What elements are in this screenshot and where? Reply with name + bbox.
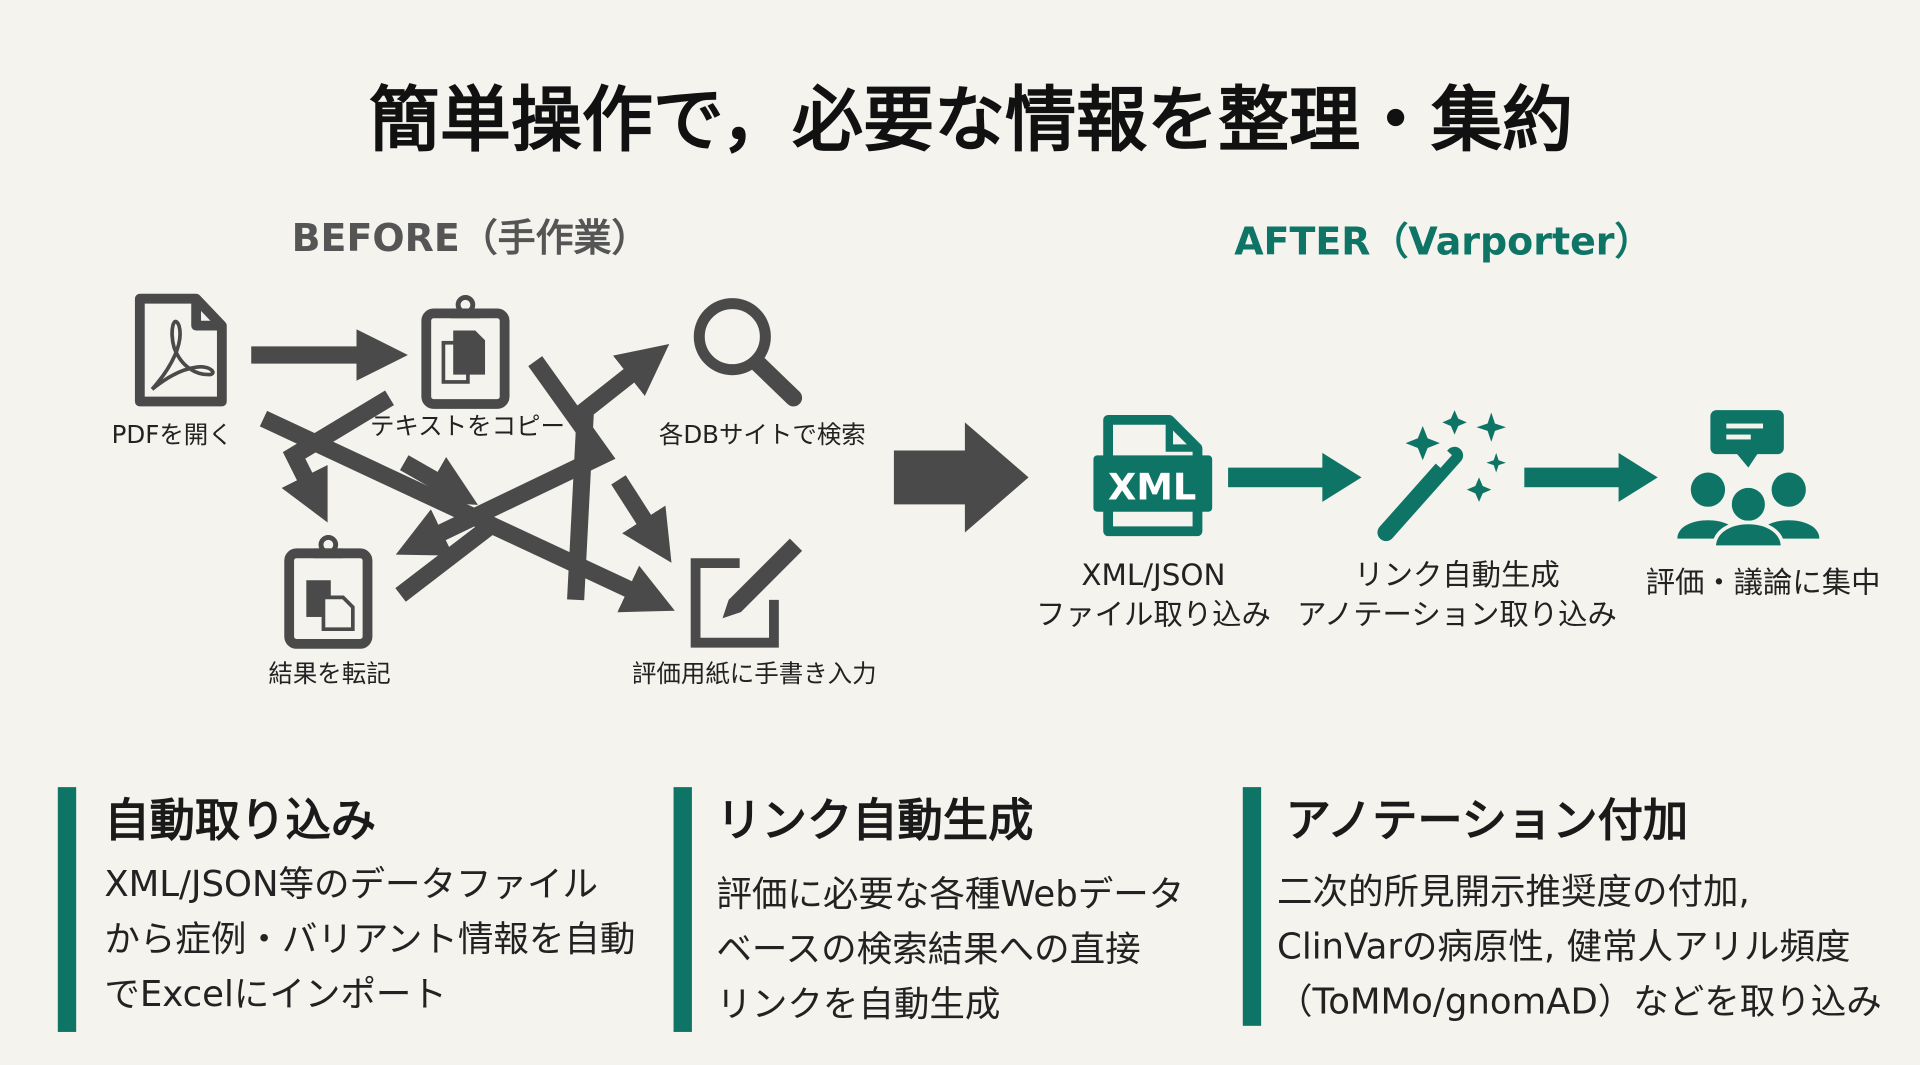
step-label-search: 各DBサイトで検索 [659, 420, 866, 449]
arrow-to-edit [611, 475, 672, 563]
feature-line: から症例・バリアント情報を自動 [104, 919, 635, 960]
feature-line: でExcelにインポート [104, 974, 447, 1015]
step-label-edit: 評価用紙に手書き入力 [632, 659, 877, 688]
feature-accent-bar [673, 787, 692, 1032]
arrow-to-search [567, 343, 670, 601]
after-label-link-1: リンク自動生成 [1354, 558, 1560, 592]
team-discussion-icon [1677, 410, 1820, 550]
arrow-pdf-to-edit [259, 410, 675, 613]
pdf-file-icon [134, 293, 227, 407]
feature-title: アノテーション付加 [1286, 794, 1689, 847]
arrow-loose [395, 519, 496, 602]
feature-line: 二次的所見開示推奨度の付加, [1277, 871, 1750, 912]
step-label-copy: テキストをコピー [370, 412, 565, 441]
messy-arrows [251, 329, 675, 613]
feature-auto-link: リンク自動生成 評価に必要な各種Webデータ ベースの検索結果への直接 リンクを… [673, 787, 1184, 1032]
clipboard-paste-icon [284, 534, 373, 649]
feature-line: ClinVarの病原性, 健常人アリル頻度 [1277, 927, 1850, 968]
after-label-focus: 評価・議論に集中 [1646, 565, 1881, 599]
after-label-link-2: アノテーション取り込み [1297, 597, 1617, 631]
before-heading: BEFORE（手作業） [292, 216, 650, 260]
arrow-right-icon [1524, 452, 1658, 502]
step-label-result: 結果を転記 [268, 659, 390, 688]
page-title: 簡単操作で，必要な情報を整理・集約 [369, 78, 1573, 161]
xml-file-icon: XML [1093, 414, 1213, 537]
search-icon [693, 298, 803, 407]
arrow-short [399, 455, 478, 505]
feature-annotation: アノテーション付加 二次的所見開示推奨度の付加, ClinVarの病原性, 健常… [1242, 787, 1882, 1026]
feature-accent-bar [57, 787, 77, 1032]
feature-line: ベースの検索結果への直接 [716, 929, 1140, 970]
magic-wand-icon [1377, 410, 1506, 542]
feature-auto-import: 自動取り込み XML/JSON等のデータファイル から症例・バリアント情報を自動… [57, 787, 635, 1032]
feature-line: XML/JSON等のデータファイル [104, 864, 598, 905]
feature-title: 自動取り込み [104, 794, 376, 847]
arrow-right-icon [1228, 452, 1362, 502]
after-label-xml-2: ファイル取り込み [1036, 597, 1271, 631]
after-heading: AFTER（Varporter） [1234, 220, 1652, 264]
feature-line: 評価に必要な各種Webデータ [716, 874, 1184, 915]
step-label-pdf: PDFを開く [112, 420, 233, 449]
feature-accent-bar [1242, 787, 1262, 1026]
xml-icon-text: XML [1108, 465, 1196, 508]
after-label-xml-1: XML/JSON [1081, 558, 1225, 592]
edit-form-icon [690, 538, 803, 648]
feature-line: リンクを自動生成 [716, 984, 1000, 1025]
clipboard-copy-icon [421, 295, 510, 409]
big-arrow-right-icon [893, 422, 1029, 533]
arrow-copy-to-result-2 [395, 356, 616, 556]
arrow-copy-to-result [281, 390, 394, 523]
feature-title: リンク自動生成 [716, 794, 1033, 847]
feature-line: （ToMMo/gnomAD）などを取り込み [1277, 982, 1882, 1023]
